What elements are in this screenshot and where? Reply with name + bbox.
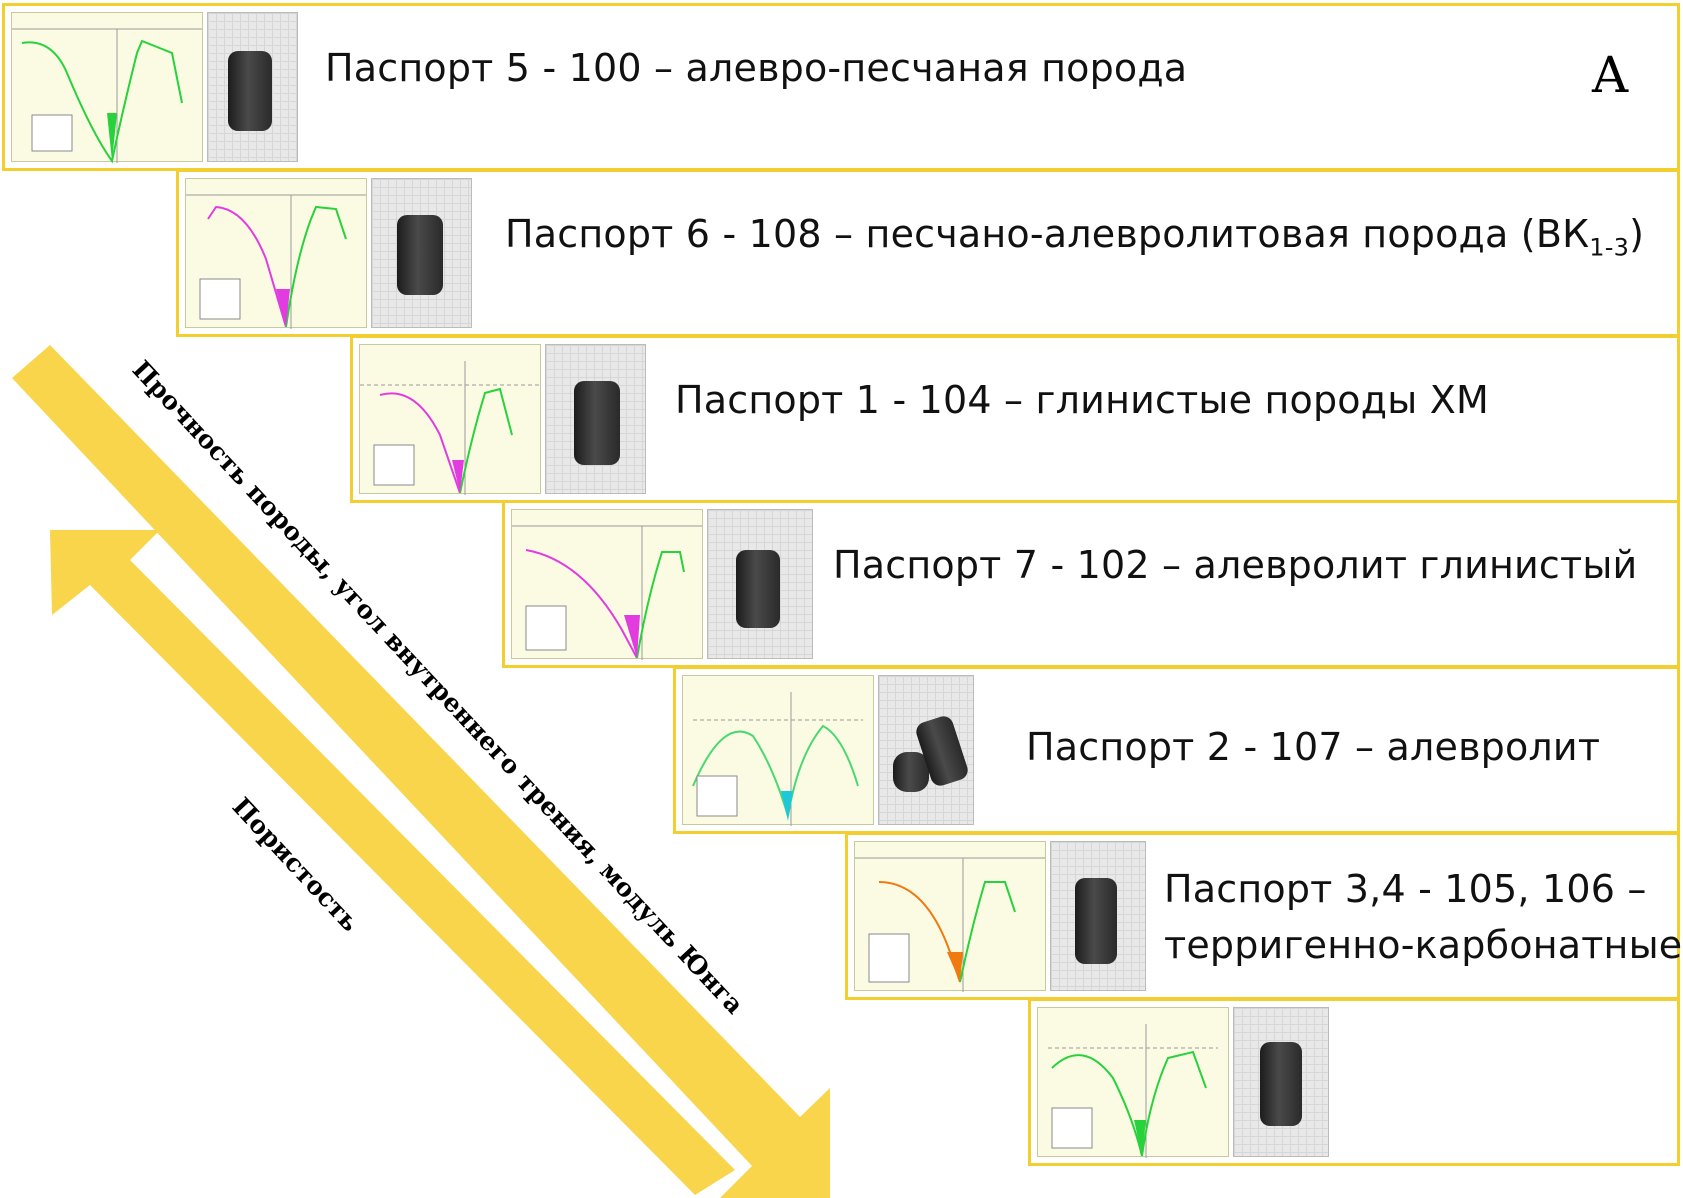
passport-thumbnail xyxy=(511,509,813,660)
passport-box-7 xyxy=(1028,998,1680,1166)
passport-thumbnail xyxy=(185,178,472,329)
passport-thumbnail xyxy=(682,675,974,826)
stress-chart-thumbnail xyxy=(1037,1007,1229,1158)
passport-label-2: Паспорт 6 - 108 – песчано-алевролитовая … xyxy=(505,212,1645,262)
passport-thumbnail xyxy=(359,344,646,495)
stress-chart-thumbnail xyxy=(359,344,541,495)
passport-box-6: Паспорт 3,4 - 105, 106 – терригенно-карб… xyxy=(845,832,1683,1000)
passport-label-4: Паспорт 7 - 102 – алевролит глинистый xyxy=(833,543,1638,587)
core-sample-photo xyxy=(207,12,298,162)
passport-box-3: Паспорт 1 - 104 – глинистые породы ХМ xyxy=(350,335,1680,503)
passport-label-6: Паспорт 3,4 - 105, 106 – терригенно-карб… xyxy=(1164,867,1683,967)
passport-label-1: Паспорт 5 - 100 – алевро-песчаная порода xyxy=(325,46,1188,90)
chart-curves xyxy=(1048,1024,1218,1158)
core-sample-photo xyxy=(878,675,974,825)
core-sample-photo xyxy=(707,509,813,659)
stress-chart-thumbnail xyxy=(11,12,203,164)
stress-chart-thumbnail xyxy=(185,178,367,329)
panel-letter: А xyxy=(1591,46,1629,104)
chart-curves xyxy=(855,857,1045,992)
strength-arrow xyxy=(12,345,830,1198)
stress-chart-thumbnail xyxy=(511,509,703,660)
stress-chart-thumbnail xyxy=(854,841,1046,992)
core-sample-photo xyxy=(371,178,472,328)
chart-curves xyxy=(692,692,863,826)
passport-thumbnail xyxy=(1037,1007,1329,1158)
passport-thumbnail xyxy=(11,12,298,164)
core-sample-photo xyxy=(1050,841,1146,991)
passport-label-5: Паспорт 2 - 107 – алевролит xyxy=(1026,725,1601,769)
passport-box-4: Паспорт 7 - 102 – алевролит глинистый xyxy=(502,500,1680,668)
passport-label-3: Паспорт 1 - 104 – глинистые породы ХМ xyxy=(675,378,1489,422)
passport-thumbnail xyxy=(854,841,1146,992)
core-sample-photo xyxy=(545,344,646,494)
chart-curves xyxy=(360,361,540,495)
core-sample-photo xyxy=(1233,1007,1329,1157)
stress-chart-thumbnail xyxy=(682,675,874,826)
chart-curves xyxy=(512,525,702,660)
passport-box-1: Паспорт 5 - 100 – алевро-песчаная порода… xyxy=(2,3,1680,171)
passport-box-5: Паспорт 2 - 107 – алевролит xyxy=(673,666,1680,834)
porosity-arrow xyxy=(50,530,735,1195)
chart-curves xyxy=(12,28,202,164)
passport-box-2: Паспорт 6 - 108 – песчано-алевролитовая … xyxy=(176,169,1680,337)
chart-curves xyxy=(186,194,366,329)
